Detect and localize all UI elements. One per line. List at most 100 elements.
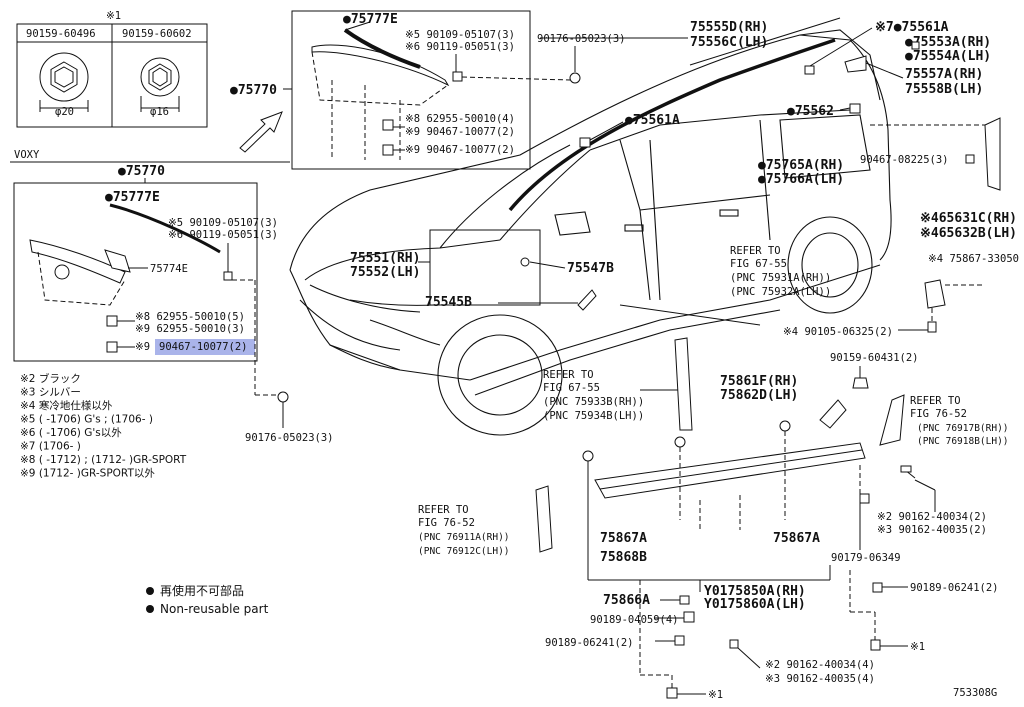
mudflap-front — [819, 399, 847, 429]
label-65632b: ※465632B(LH) — [920, 226, 1017, 241]
legend-jp: 再使用不可部品 — [160, 583, 244, 598]
refer-2-pnc2: (PNC 75934B(LH)) — [543, 410, 644, 422]
label-75556c: 75556C(LH) — [690, 35, 768, 50]
garnish-rear — [984, 117, 1001, 191]
label-75866a: 75866A — [603, 593, 650, 608]
highlight-box — [155, 339, 255, 355]
clip-90176-voxy-icon — [277, 391, 289, 403]
label-90119-top: ※6 90119-05051(3) — [405, 41, 515, 53]
label-voxy-90109: ※5 90109-05107(3) — [168, 217, 278, 229]
mudguard-rear — [924, 279, 946, 309]
label-90162-b1: ※2 90162-40034(4) — [765, 659, 875, 671]
label-voxy-75774e: 75774E — [150, 263, 188, 275]
label-90176-voxy: 90176-05023(3) — [245, 432, 334, 444]
refer-4-fig: FIG 76-52 — [418, 517, 475, 529]
refer-3-pnc1: (PNC 76917B(RH)) — [917, 423, 1009, 434]
label-75862d: 75862D(LH) — [720, 388, 798, 403]
label-75553a: ●75553A(RH) — [905, 35, 991, 50]
label-voxy-90467: 90467-10077(2) — [159, 341, 248, 353]
table-col2-dim: φ16 — [150, 106, 169, 118]
note-item: ※2 ブラック — [20, 372, 81, 385]
label-75561a-top: ※7●75561A — [875, 20, 949, 35]
refer-2-title: REFER TO — [543, 369, 594, 381]
refer-4-pnc2: (PNC 76912C(LH)) — [418, 546, 510, 557]
label-voxy-62955-b: ※9 62955-50010(3) — [135, 323, 245, 335]
refer-3-pnc2: (PNC 76918B(LH)) — [917, 436, 1009, 447]
label-75867a-right: 75867A — [773, 531, 820, 546]
legend: 再使用不可部品 Non-reusable part — [146, 583, 269, 616]
mark-x1-right: ※1 — [910, 641, 925, 653]
label-75867-33050: ※4 75867-33050 — [928, 253, 1019, 265]
refer-4-title: REFER TO — [418, 504, 469, 516]
side-sill-garnish — [582, 420, 916, 580]
label-75777e-top: ●75777E — [343, 12, 398, 27]
label-90105: ※4 90105-06325(2) — [783, 326, 893, 338]
label-75770: ●75770 — [230, 83, 277, 98]
label-75545b: 75545B — [425, 295, 472, 310]
refer-2-fig: FIG 67-55 — [543, 382, 600, 394]
label-75551: 75551(RH) — [350, 251, 420, 266]
label-90467-08225: 90467-08225(3) — [860, 154, 949, 166]
note-item: ※7 (1706- ) — [20, 441, 81, 453]
label-90109-top: ※5 90109-05107(3) — [405, 29, 515, 41]
clip-nut-large-icon — [39, 52, 89, 112]
label-90176-top: 90176-05023(3) — [537, 33, 626, 45]
label-75860a: Y0175860A(LH) — [704, 597, 806, 612]
label-75555d: 75555D(RH) — [690, 20, 768, 35]
label-62955-top: ※8 62955-50010(4) — [405, 113, 515, 125]
table-note-mark: ※1 — [106, 10, 121, 22]
note-item: ※3 シルバー — [20, 387, 81, 399]
note-item: ※6 ( -1706) G's以外 — [20, 427, 122, 439]
label-90189-04059: 90189-04059(4) — [590, 614, 679, 626]
label-75558b: 75558B(LH) — [905, 82, 983, 97]
label-90162-a1: ※2 90162-40034(2) — [877, 511, 987, 523]
table-col1-dim: φ20 — [55, 106, 74, 118]
label-voxy-90467-prefix: ※9 — [135, 341, 150, 353]
legend-en: Non-reusable part — [160, 602, 269, 616]
voxy-label: VOXY — [14, 149, 40, 161]
clip-90176-icon — [569, 72, 581, 84]
label-75554a: ●75554A(LH) — [905, 49, 991, 64]
label-90162-a2: ※3 90162-40035(2) — [877, 524, 987, 536]
label-75766a: ●75766A(LH) — [758, 172, 844, 187]
label-65631c: ※465631C(RH) — [920, 211, 1017, 226]
refer-2-pnc1: (PNC 75933B(RH)) — [543, 396, 644, 408]
label-75861f: 75861F(RH) — [720, 374, 798, 389]
label-90189-06241-r: 90189-06241(2) — [910, 582, 999, 594]
diagram-id: 753308G — [953, 687, 997, 699]
label-75552: 75552(LH) — [350, 265, 420, 280]
pillar-garnish — [674, 337, 693, 431]
note-item: ※9 (1712- )GR-SPORT以外 — [20, 468, 155, 480]
label-75562: ●75562 — [787, 104, 834, 119]
label-90159-60431: 90159-60431(2) — [830, 352, 919, 364]
vehicle-body — [289, 29, 892, 436]
label-75547b: 75547B — [567, 261, 614, 276]
roof-molding — [508, 38, 836, 212]
label-75867a-left: 75867A — [600, 531, 647, 546]
label-voxy-90119: ※6 90119-05051(3) — [168, 229, 278, 241]
clip-legend-table: ※1 90159-60496 90159-60602 φ20 φ16 — [16, 10, 208, 128]
refer-1-pnc1: (PNC 75931A(RH)) — [730, 272, 831, 284]
label-75561a-mid: ●75561A — [625, 113, 680, 128]
label-75557a: 75557A(RH) — [905, 67, 983, 82]
refer-3-fig: FIG 76-52 — [910, 408, 967, 420]
roof-molding-leader — [689, 17, 841, 66]
label-voxy-62955-a: ※8 62955-50010(5) — [135, 311, 245, 323]
refer-4-pnc1: (PNC 76911A(RH)) — [418, 532, 510, 543]
notes-list: ※2 ブラック ※3 シルバー※4 寒冷地仕様以外 ※5 ( -1706) G's … — [20, 372, 187, 480]
table-col1-part: 90159-60496 — [26, 28, 96, 40]
table-col2-part: 90159-60602 — [122, 28, 192, 40]
clip-nut-small-icon — [140, 57, 180, 112]
label-90179: 90179-06349 — [831, 552, 901, 564]
label-75765a: ●75765A(RH) — [758, 158, 844, 173]
direction-arrow — [239, 111, 283, 153]
label-voxy-75777e: ●75777E — [105, 190, 160, 205]
refer-3-title: REFER TO — [910, 395, 961, 407]
note-item: ※4 寒冷地仕様以外 — [20, 399, 113, 412]
refer-1-pnc2: (PNC 75932A(LH)) — [730, 286, 831, 298]
mark-x1-bottom: ※1 — [708, 689, 723, 701]
note-item: ※5 ( -1706) G's ; (1706- ) — [20, 414, 153, 426]
legend-dot-1 — [146, 587, 154, 595]
